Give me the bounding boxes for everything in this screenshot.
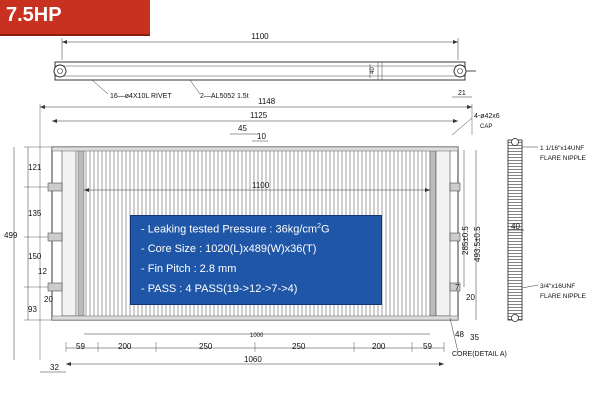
bottom-dim-200-right: 200 <box>372 342 386 351</box>
hole-callout: 4-ø42x6 <box>474 113 500 120</box>
left-dim-121: 121 <box>28 163 42 172</box>
bottom-dim-250-right: 250 <box>292 342 306 351</box>
dim-499: 499 <box>4 231 18 240</box>
spec-pressure: - Leaking tested Pressure : 36kg/cm2G <box>141 223 330 236</box>
left-dim-93: 93 <box>28 305 37 314</box>
dim-12: 12 <box>38 267 47 276</box>
dim-20-right: 20 <box>466 293 475 302</box>
spec-pass: - PASS : 4 PASS(19->12->7->4) <box>141 283 298 295</box>
dim-20-left: 20 <box>44 295 53 304</box>
bottom-dim-250-left: 250 <box>199 342 213 351</box>
bottom-fitting-size: 3/4"x16UNF <box>540 283 575 290</box>
rivet-callout: 16—ø4X10L RIVET <box>110 93 172 100</box>
left-dim-150: 150 <box>28 252 42 261</box>
dim-7: 7 <box>455 283 460 292</box>
spec-pressure-sup: 2 <box>317 223 321 230</box>
dim-45: 45 <box>238 124 247 133</box>
bottom-dim-200-left: 200 <box>118 342 132 351</box>
bottom-dim-59-left: 59 <box>76 342 85 351</box>
side-view: 40 1 1/16"x14UNF FLARE NIPPLE 3/4"x16UNF… <box>507 138 587 322</box>
top-fitting-size: 1 1/16"x14UNF <box>540 145 584 152</box>
dim-35: 35 <box>470 333 479 342</box>
top-height-dim: 40 <box>370 67 376 74</box>
model-badge: 7.5HP <box>0 0 150 36</box>
plate-callout: 2—AL5052 1.5t <box>200 93 249 100</box>
core-detail-label: CORE(DETAIL A) <box>452 351 507 358</box>
spec-fin-pitch: - Fin Pitch : 2.8 mm <box>141 263 237 275</box>
top-fitting-type: FLARE NIPPLE <box>540 155 587 162</box>
bottom-dim-59-right: 59 <box>423 342 432 351</box>
dim-32: 32 <box>50 363 59 372</box>
dim-1100: 1100 <box>252 181 270 190</box>
left-dim-135: 135 <box>28 209 42 218</box>
bottom-fitting-type: FLARE NIPPLE <box>540 293 587 300</box>
dim-1148: 1148 <box>258 97 276 106</box>
dim-10: 10 <box>257 132 266 141</box>
top-view: 1100 40 16—ø4X10L RIVET 2—AL5052 1.5t <box>53 32 476 100</box>
dim-1060: 1060 <box>244 355 262 364</box>
spec-core-size: - Core Size : 1020(L)x489(W)x36(T) <box>141 243 317 255</box>
side-dim-40: 40 <box>511 222 520 231</box>
cap-label: CAP <box>480 124 492 130</box>
dim-285: 285±0.5 <box>461 226 470 255</box>
spec-pressure-unit: G <box>321 223 330 236</box>
spec-box: - Leaking tested Pressure : 36kg/cm2G - … <box>130 215 382 305</box>
model-label: 7.5HP <box>6 4 62 26</box>
spec-pressure-label: - Leaking tested Pressure : 36kg/cm <box>141 223 318 236</box>
dim-21: 21 <box>458 90 466 97</box>
dim-48: 48 <box>455 330 464 339</box>
top-width-dim: 1100 <box>251 32 269 41</box>
dim-1125: 1125 <box>250 111 268 120</box>
dim-493-5: 493.5±0.5 <box>473 226 482 262</box>
dim-1000: 1000 <box>250 333 264 339</box>
